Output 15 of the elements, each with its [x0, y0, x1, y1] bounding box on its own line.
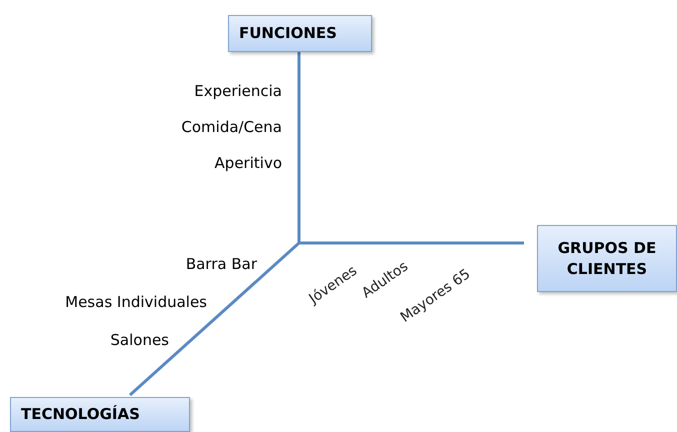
axis-item: Salones	[110, 331, 169, 349]
axis-item: Barra Bar	[186, 255, 257, 273]
axis-line	[298, 52, 300, 243]
axis-item: Aperitivo	[214, 154, 282, 172]
axis-title: TECNOLOGÍAS	[21, 404, 140, 425]
axis-title: GRUPOS DE CLIENTES	[556, 238, 658, 279]
axis-line	[129, 242, 300, 396]
axis-item: Experiencia	[194, 82, 282, 100]
axis-title: FUNCIONES	[239, 23, 337, 44]
axis-line	[299, 242, 524, 244]
axis-title-box	[537, 225, 677, 292]
axis-item: Mesas Individuales	[65, 293, 207, 311]
axis-title-box	[10, 397, 190, 432]
axis-title-box	[228, 15, 372, 52]
axis-item: Comida/Cena	[181, 118, 282, 136]
